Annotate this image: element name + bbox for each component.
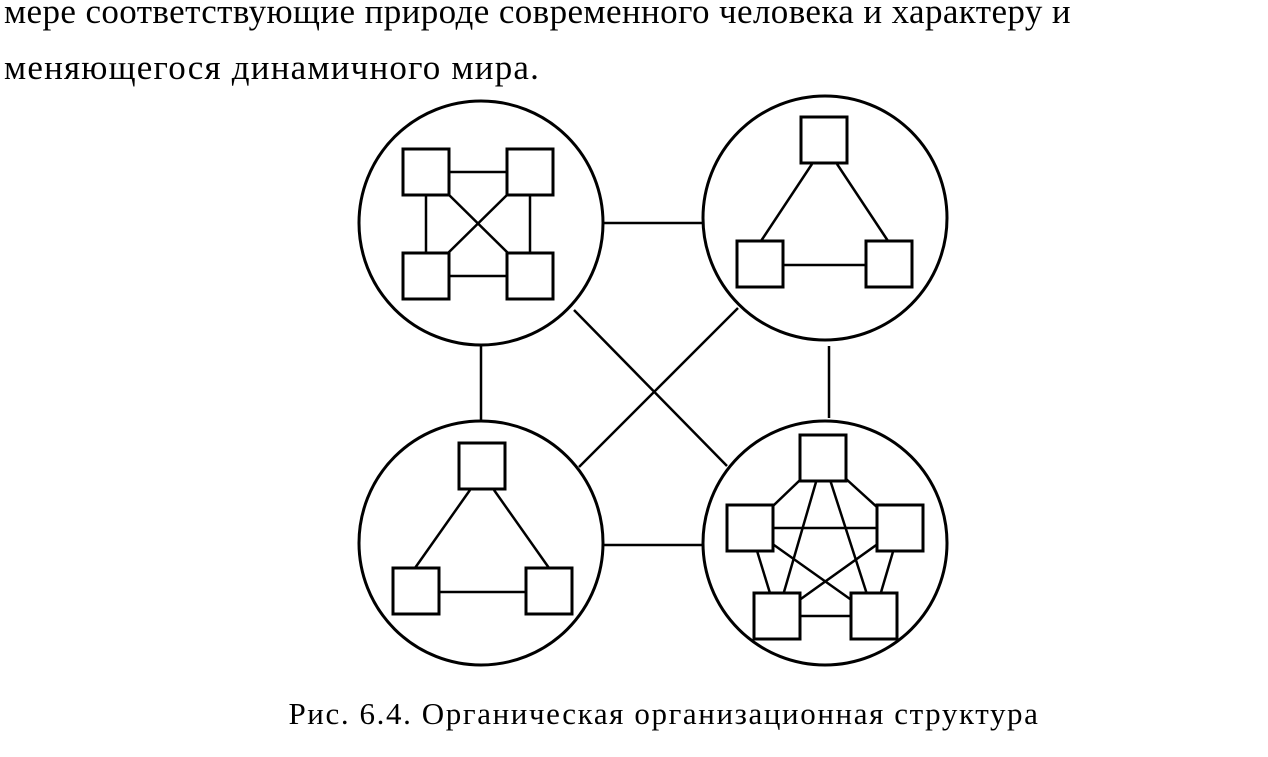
group-top-left xyxy=(401,147,555,301)
unit-box xyxy=(798,433,848,483)
unit-box xyxy=(864,239,914,289)
unit-box xyxy=(505,251,555,301)
unit-box xyxy=(725,503,775,553)
group-bottom-right xyxy=(725,433,925,641)
unit-box xyxy=(799,115,849,165)
unit-box xyxy=(752,591,802,641)
link-top-right-bottom-left xyxy=(578,307,739,468)
body-text-line-2: меняющегося динамичного мира. xyxy=(4,48,541,87)
link-top-left-bottom-right xyxy=(573,309,728,467)
unit-box xyxy=(735,239,785,289)
unit-box xyxy=(391,566,441,616)
unit-box xyxy=(849,591,899,641)
unit-box xyxy=(401,147,451,197)
unit-box xyxy=(505,147,555,197)
group-bottom-left xyxy=(391,441,574,616)
inter-group-links xyxy=(479,221,831,547)
unit-box xyxy=(524,566,574,616)
group-top-right xyxy=(735,115,914,289)
unit-box xyxy=(875,503,925,553)
unit-box xyxy=(401,251,451,301)
figure-caption: Рис. 6.4. Органическая организационная с… xyxy=(288,696,1040,731)
body-text-line-1: мере соответствующие природе современног… xyxy=(4,0,1072,31)
unit-box xyxy=(457,441,507,491)
group-circle-top-left xyxy=(357,99,605,347)
